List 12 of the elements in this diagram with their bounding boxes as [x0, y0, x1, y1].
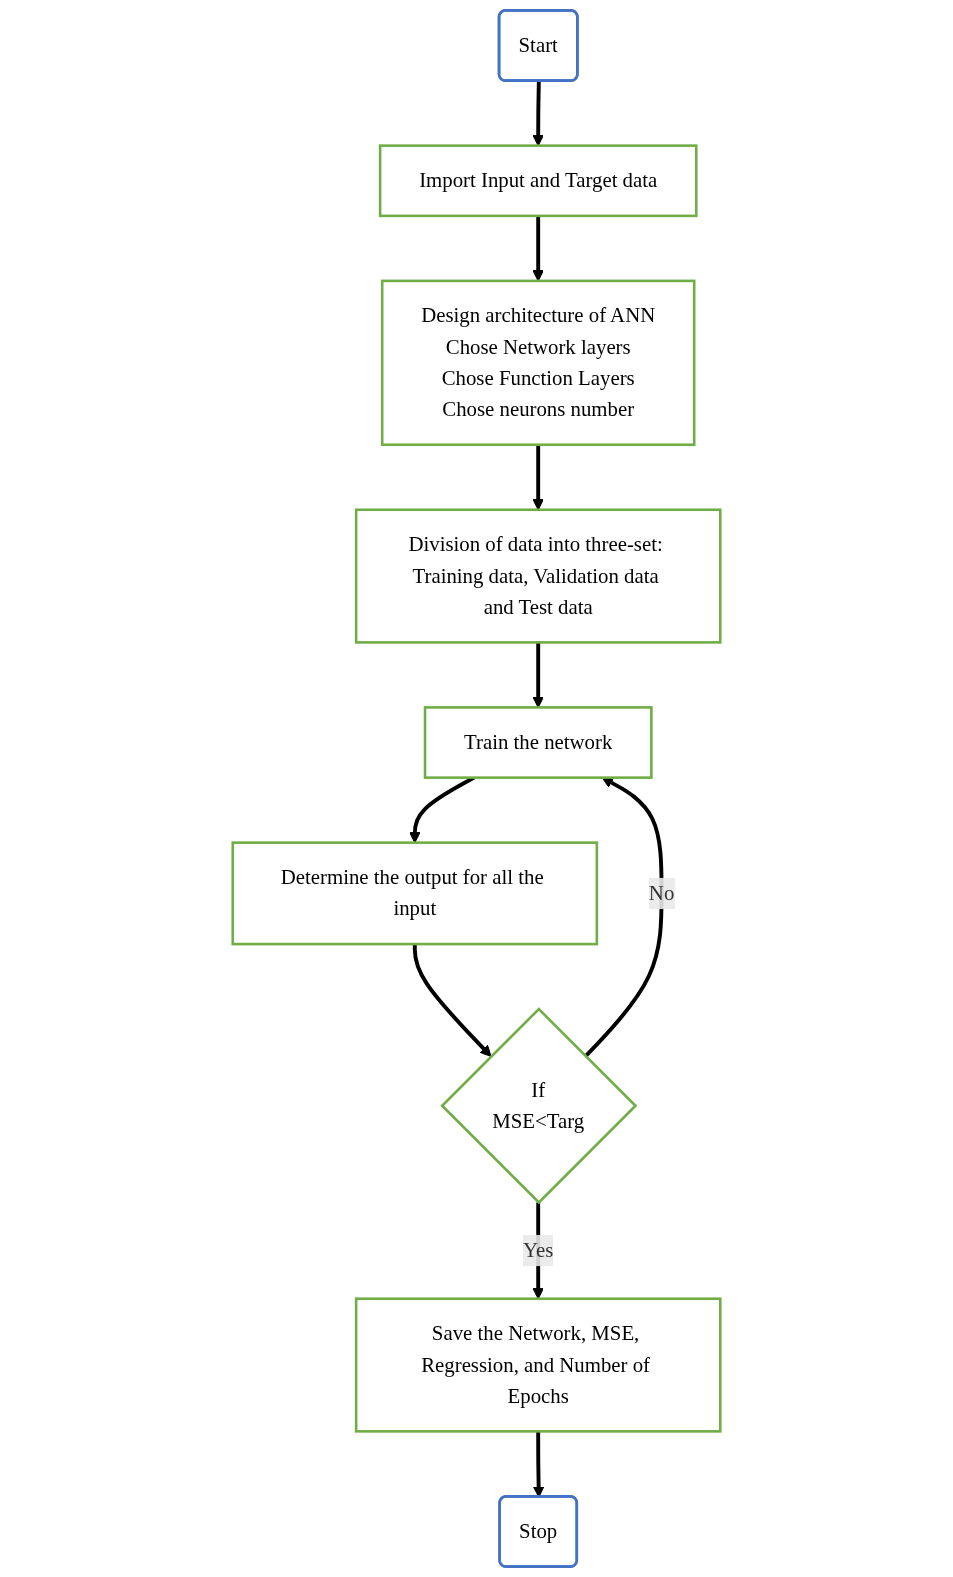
node-box: Design architecture of ANN Chose Network layers Chose Function Layers Chose neurons number — [380, 279, 696, 447]
node-box: Division of data into three-set: Training data, Validation data and Test data — [354, 508, 722, 644]
node-box: Train the network — [423, 706, 653, 779]
edge-label: No — [648, 881, 675, 904]
node-box: Save the Network, MSE, Regression, and Number of Epochs — [354, 1297, 722, 1433]
node-box: Determine the output for all the input — [231, 841, 599, 946]
arrow — [584, 777, 664, 1058]
arrow — [532, 642, 544, 708]
arrow — [412, 944, 492, 1057]
node-diamond: If MSE<Targ — [440, 1007, 638, 1205]
edge-label: Yes — [523, 1238, 554, 1262]
node-box: Import Input and Target data — [378, 144, 698, 218]
